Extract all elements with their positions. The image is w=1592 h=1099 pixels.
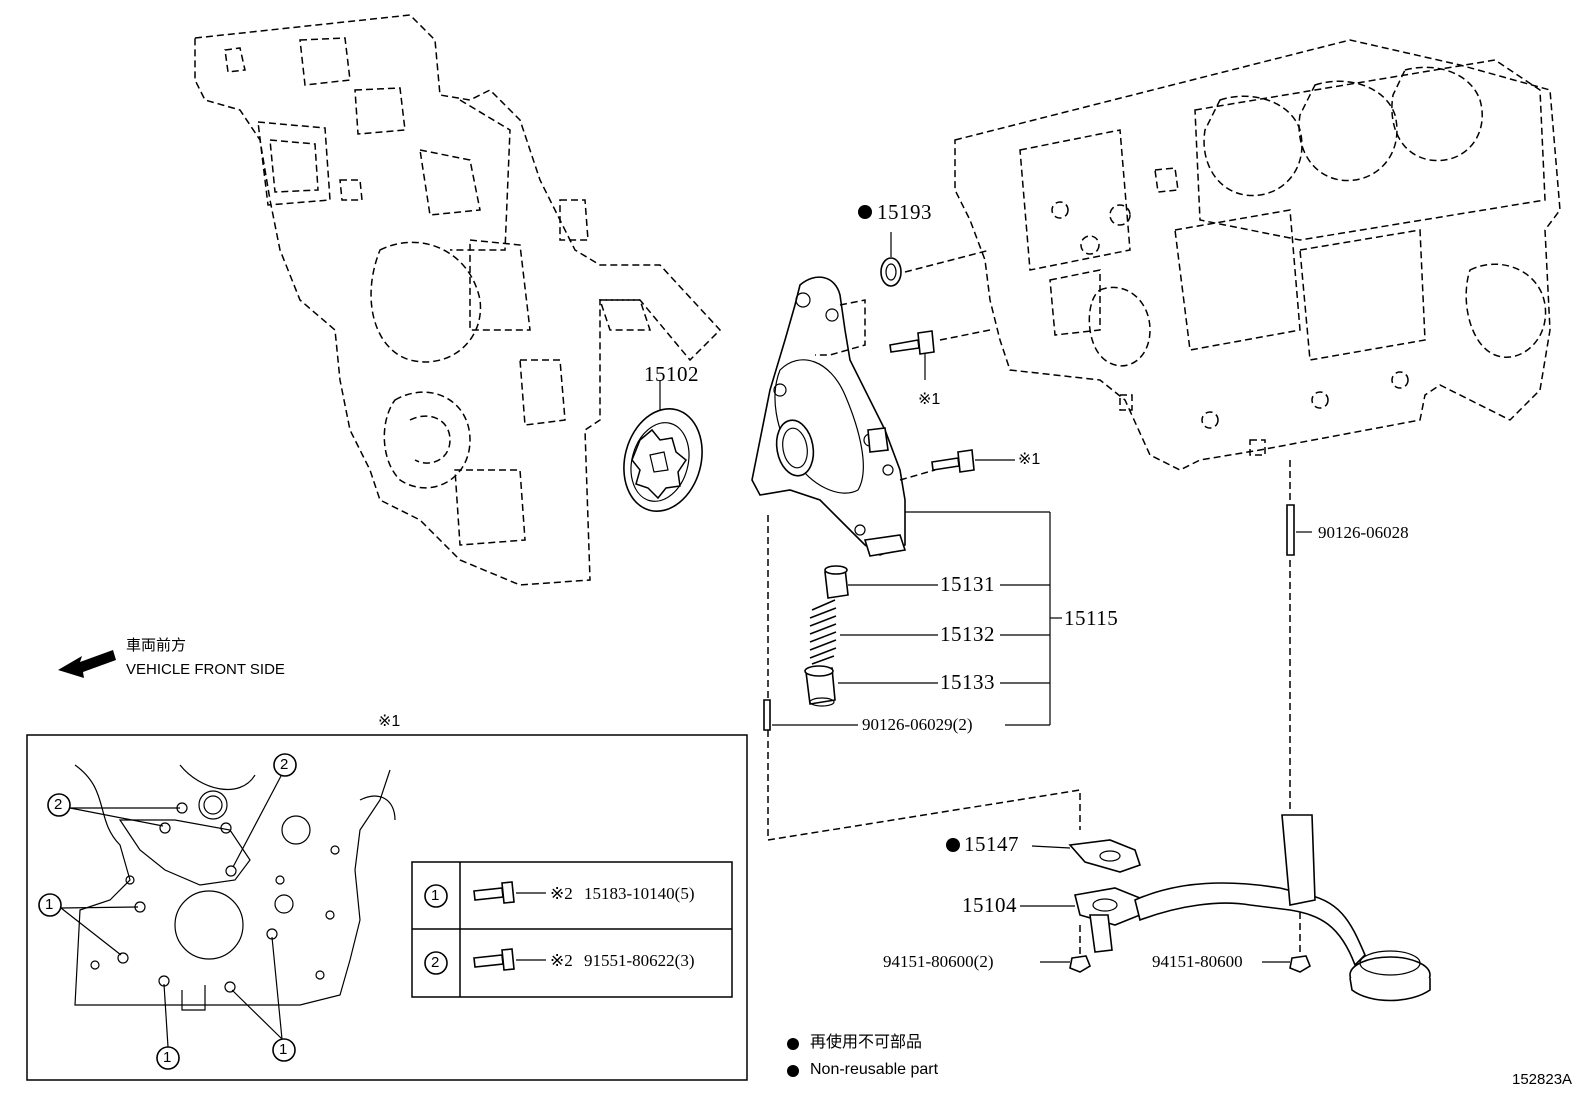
stud-bolt-drawing	[763, 699, 771, 731]
table-row-1-ref: ※2	[550, 884, 573, 903]
legend-label-jp: 再使用不可部品	[810, 1034, 923, 1051]
vehicle-front-label-en: VEHICLE FRONT SIDE	[126, 661, 285, 678]
vehicle-front-label-jp: 車両前方	[126, 637, 187, 654]
ref-mark-bolt-upper: ※1	[918, 391, 941, 408]
legend-label-en: Non-reusable part	[810, 1061, 939, 1078]
part-label-15131[interactable]: 15131	[940, 572, 995, 596]
oil-pump-body-drawing	[751, 276, 907, 557]
relief-valve-drawing	[804, 565, 849, 707]
non-reusable-dot-icon	[858, 205, 872, 219]
o-ring-drawing	[880, 257, 902, 287]
inset-box	[26, 734, 748, 1081]
oil-strainer-drawing	[1074, 814, 1431, 1002]
vehicle-front-arrow-icon	[58, 650, 116, 678]
table-row-2-num: 2	[431, 954, 440, 971]
cylinder-block-drawing	[954, 39, 1561, 471]
strainer-gasket-drawing	[1068, 839, 1142, 873]
inset-callouts	[38, 753, 297, 1070]
diagram-id: 152823A	[1512, 1071, 1573, 1088]
inset-callout-1-bottom-right: 1	[279, 1041, 288, 1058]
inset-part-table	[411, 861, 733, 998]
inset-callout-2-top: 2	[280, 756, 289, 773]
part-label-15133[interactable]: 15133	[940, 670, 995, 694]
legend-dot-icon	[787, 1065, 799, 1077]
pump-bolt-lower	[931, 449, 975, 473]
block-stud-drawing	[1286, 504, 1295, 556]
table-row-1-num: 1	[431, 887, 440, 904]
pump-bolt-upper	[889, 330, 935, 355]
table-row-1-part[interactable]: 15183-10140(5)	[584, 884, 695, 903]
part-label-90126-06029[interactable]: 90126-06029(2)	[862, 715, 973, 734]
ref-mark-bolt-lower: ※1	[1018, 451, 1041, 468]
nut-left-drawing	[1069, 955, 1091, 973]
inset-callout-1-bottom-left: 1	[163, 1049, 172, 1066]
part-label-15104[interactable]: 15104	[962, 893, 1017, 917]
inset-front-cover-drawing	[74, 764, 396, 1011]
part-label-15147[interactable]: 15147	[964, 832, 1019, 856]
inset-callout-2-left: 2	[54, 796, 63, 813]
part-label-15115[interactable]: 15115	[1064, 606, 1119, 630]
part-label-15132[interactable]: 15132	[940, 622, 995, 646]
inset-title: ※1	[378, 713, 401, 730]
nut-right-drawing	[1289, 955, 1311, 973]
non-reusable-dot-icon	[946, 838, 960, 852]
part-label-94151-80600-left[interactable]: 94151-80600(2)	[883, 952, 994, 971]
table-row-2-part[interactable]: 91551-80622(3)	[584, 951, 695, 970]
part-label-90126-06028[interactable]: 90126-06028	[1318, 523, 1409, 542]
part-label-94151-80600-right[interactable]: 94151-80600	[1152, 952, 1243, 971]
part-label-15102[interactable]: 15102	[644, 362, 699, 386]
part-label-15193[interactable]: 15193	[877, 200, 932, 224]
timing-chain-cover-drawing	[194, 14, 722, 586]
legend-dot-icon	[787, 1038, 799, 1050]
oil-pump-rotor-drawing	[623, 408, 703, 512]
inset-callout-1-left: 1	[45, 896, 54, 913]
table-row-2-ref: ※2	[550, 951, 573, 970]
